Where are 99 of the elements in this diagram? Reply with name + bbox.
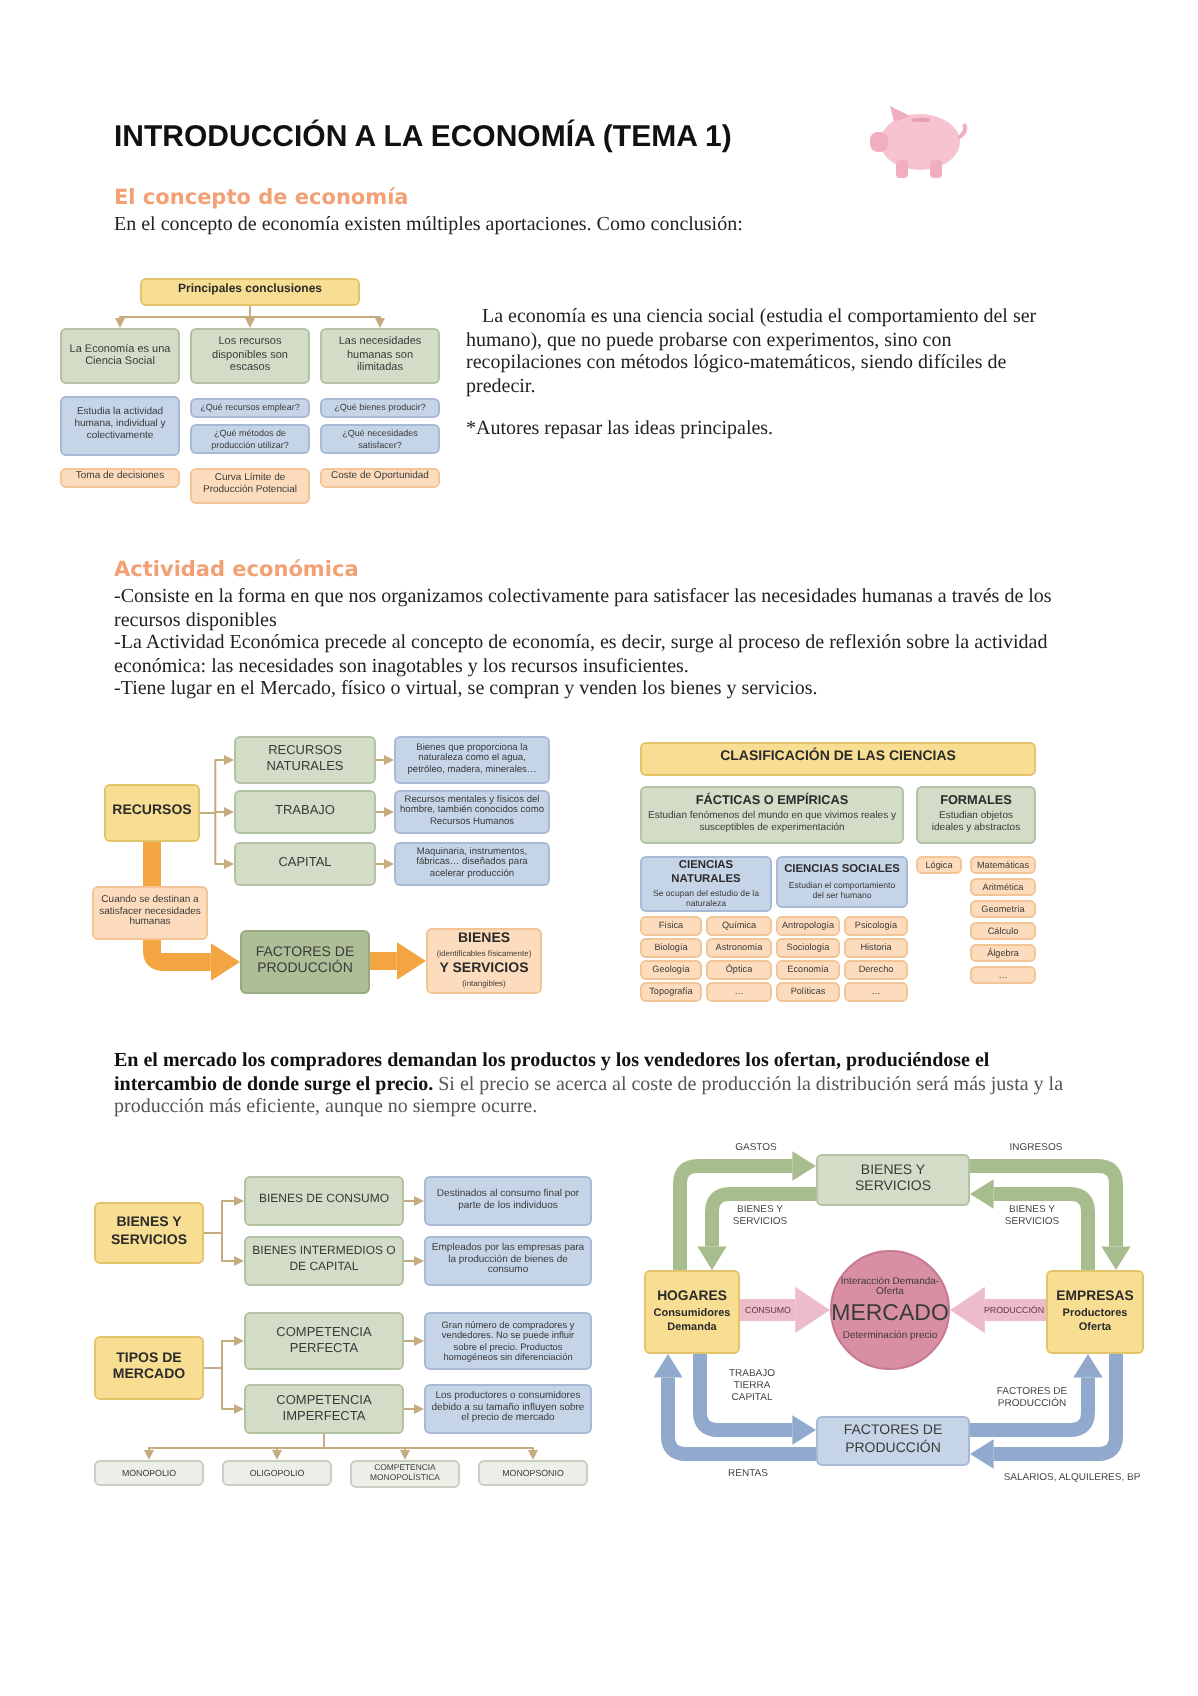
concept-box	[916, 786, 1036, 844]
description-box	[190, 398, 310, 418]
category-box	[94, 1202, 204, 1264]
note-box	[776, 916, 840, 936]
arrow	[375, 755, 394, 765]
description-box	[816, 1416, 970, 1466]
note-box	[706, 916, 772, 936]
description-box	[320, 398, 440, 418]
note-box	[776, 982, 840, 1002]
concept-box	[640, 786, 904, 844]
paragraph-text: -Consiste en la forma en que nos organizamos colectivamente para satisfacer las necesidades humanas a través de los recursos disponibles	[114, 586, 1054, 632]
note-box	[970, 922, 1036, 941]
concept-box	[244, 1384, 404, 1434]
note-box	[970, 900, 1036, 919]
arrow	[740, 1292, 830, 1328]
description-box	[640, 856, 772, 913]
arrow	[375, 859, 394, 869]
note-box	[776, 960, 840, 980]
arrow	[370, 946, 426, 976]
note-box	[916, 856, 962, 875]
arrow	[656, 1354, 816, 1461]
description-box	[424, 1312, 592, 1370]
note-box	[970, 856, 1036, 875]
arrow	[403, 1196, 424, 1206]
note-box	[640, 938, 702, 958]
arrow	[950, 1292, 1046, 1328]
arrow	[403, 1256, 424, 1266]
paragraph-text: En el mercado los compradores demandan los productos y los vendedores los ofertan, produciéndose el intercambio de donde surge el precio. Si el precio se acerca al coste de producción la distribución será más justa y la producción más eficiente, aunque no siempre ocurre.	[114, 1050, 1066, 1119]
paragraph-text: -Tiene lugar en el Mercado, físico o virtual, se compran y venden los bienes y servicios.	[114, 678, 820, 701]
note-box	[60, 468, 180, 488]
note-box	[640, 916, 702, 936]
category-box	[140, 278, 360, 306]
note-box	[844, 916, 908, 936]
description-box	[776, 856, 908, 908]
concept-box	[190, 328, 310, 384]
type-box	[478, 1460, 588, 1486]
connector-line	[143, 842, 161, 886]
arrow	[199, 812, 234, 869]
section-heading: Actividad económica	[114, 558, 359, 582]
description-box	[60, 396, 180, 456]
concept-box	[234, 842, 376, 886]
paragraph-text: La economía es una ciencia social (estudia el comportamiento del ser humano), que no puede probarse con experimentos, sino con recopilaciones con métodos lógico-matemáticos, siendo difíciles de predecir.	[466, 306, 1039, 398]
concept-box	[244, 1236, 404, 1286]
arrow	[700, 1187, 816, 1270]
arrow	[375, 807, 394, 817]
note-box	[640, 960, 702, 980]
note-box	[844, 960, 908, 980]
description-box	[424, 1176, 592, 1226]
arrow	[970, 1354, 1123, 1466]
concept-box	[60, 328, 180, 384]
category-box	[94, 1336, 204, 1400]
arrow	[970, 1354, 1100, 1437]
note-box	[190, 468, 310, 504]
concept-box	[320, 328, 440, 384]
concept-box	[816, 1154, 970, 1206]
type-box	[222, 1460, 332, 1486]
note-box	[844, 938, 908, 958]
description-box	[190, 424, 310, 454]
category-box	[104, 784, 200, 842]
category-box	[644, 1270, 740, 1354]
arrow	[203, 1367, 244, 1414]
concept-box	[234, 790, 376, 834]
paragraph-text: -La Actividad Económica precede al concepto de economía, es decir, surge al proceso de reflexión sobre la actividad económica: las necesidades son inagotables y los recursos insuficientes.	[114, 632, 1050, 678]
note-box	[706, 960, 772, 980]
note-box	[776, 938, 840, 958]
arrow	[143, 940, 240, 977]
concept-box	[244, 1176, 404, 1226]
note-box	[640, 982, 702, 1002]
note-box	[426, 928, 542, 994]
concept-box	[234, 736, 376, 784]
note-box	[970, 944, 1036, 963]
section-heading: El concepto de economía	[114, 186, 409, 210]
category-box	[1046, 1270, 1144, 1354]
paragraph-text: En el concepto de economía existen múltiples aportaciones. Como conclusión:	[114, 214, 745, 237]
arrow	[403, 1336, 424, 1346]
note-box	[844, 982, 908, 1002]
arrow	[970, 1159, 1128, 1270]
note-box	[320, 468, 440, 488]
description-box	[320, 424, 440, 454]
type-box	[350, 1460, 460, 1488]
note-box	[706, 982, 772, 1002]
category-box	[640, 742, 1036, 776]
arrow	[970, 1182, 1095, 1270]
arrow	[673, 1154, 816, 1270]
note-box	[970, 966, 1036, 985]
description-box	[394, 842, 550, 886]
arrow	[403, 1404, 424, 1414]
arrow	[693, 1354, 816, 1442]
box-label: MERCADO	[831, 1302, 949, 1330]
note-box	[92, 886, 208, 940]
type-box	[94, 1460, 204, 1486]
concept-box	[244, 1312, 404, 1370]
note-box	[970, 878, 1036, 897]
arrow	[203, 1232, 244, 1266]
description-box	[394, 736, 550, 784]
note-box	[706, 938, 772, 958]
page-title: INTRODUCCIÓN A LA ECONOMÍA (TEMA 1)	[114, 120, 732, 154]
concept-box	[240, 930, 370, 994]
paragraph-text: *Autores repasar las ideas principales.	[466, 418, 776, 441]
